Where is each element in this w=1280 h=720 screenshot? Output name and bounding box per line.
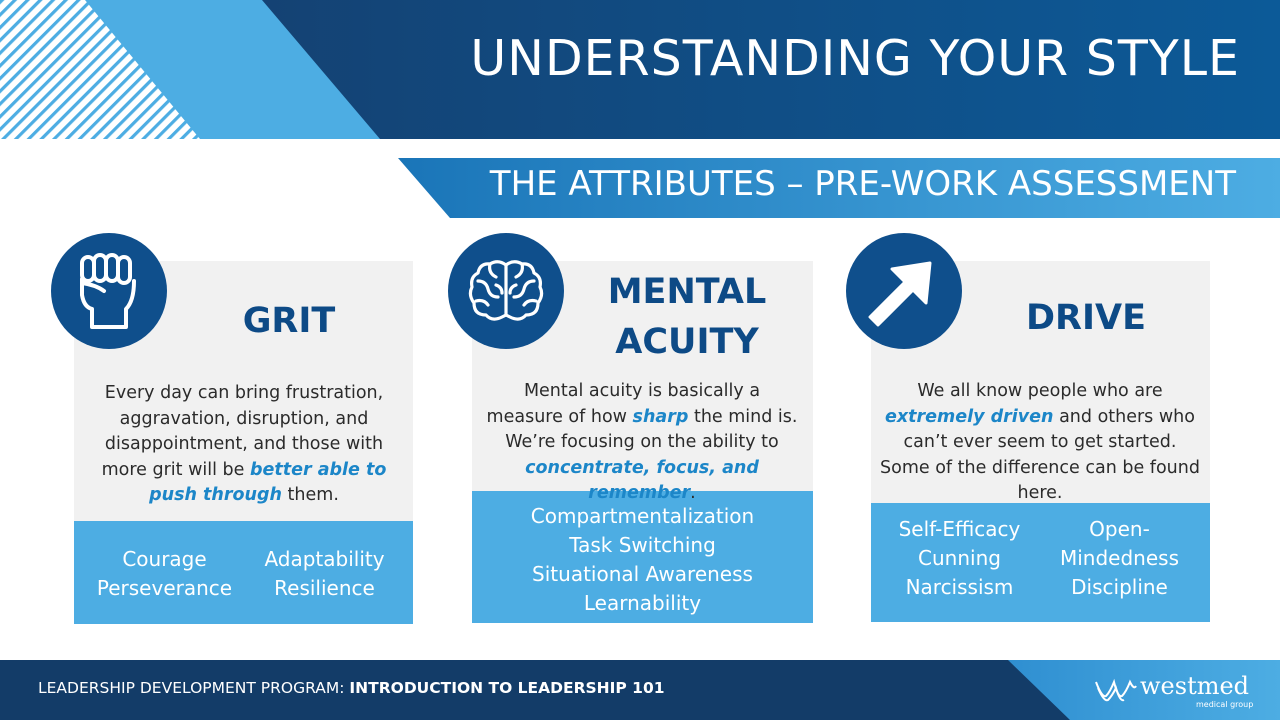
mental-attr-list: Compartmentalization Task Switching Situ…	[472, 502, 813, 618]
body-highlight: concentrate, focus, and remember	[525, 457, 759, 504]
logo-subtext: medical group	[1196, 700, 1254, 709]
subtitle-band	[398, 158, 1280, 218]
attr-item: Compartmentalization	[530, 504, 755, 528]
card-mental-heading: MENTAL ACUITY	[607, 272, 767, 362]
drive-icon-circle	[846, 233, 962, 349]
attr-item: Adaptability	[264, 547, 385, 571]
arrow-up-right-icon	[868, 261, 932, 327]
fist-icon	[80, 253, 136, 329]
card-grit-attributes: Courage Perseverance Adaptability Resili…	[74, 521, 413, 624]
body-text: Every day can bring frustration, aggrava…	[101, 383, 384, 480]
card-grit-body: Every day can bring frustration, aggrava…	[98, 381, 390, 509]
body-highlight: extremely driven	[885, 406, 1054, 427]
brain-icon	[468, 260, 544, 321]
card-drive-attributes: Self-Efficacy Cunning Narcissism Open- M…	[871, 503, 1210, 622]
card-mental-attributes: Compartmentalization Task Switching Situ…	[472, 491, 813, 623]
card-grit-heading: GRIT	[242, 301, 336, 341]
attr-item: Resilience	[274, 576, 375, 600]
attr-item: Learnability	[583, 591, 702, 615]
body-text: .	[690, 483, 696, 503]
footer-accent	[1008, 660, 1280, 720]
card-drive: Self-Efficacy Cunning Narcissism Open- M…	[871, 261, 1210, 622]
attr-item: Narcissism	[905, 575, 1014, 599]
attr-item: Mindedness	[1059, 546, 1179, 570]
attr-item: Self-Efficacy	[898, 517, 1021, 541]
attr-item: Task Switching	[569, 533, 716, 557]
drive-attr-right: Open- Mindedness Discipline	[1037, 515, 1202, 602]
drive-attr-left: Self-Efficacy Cunning Narcissism	[877, 515, 1042, 602]
body-text: Mental acuity is basically a measure of …	[486, 381, 761, 427]
card-mental-body: Mental acuity is basically a measure of …	[484, 379, 800, 507]
body-text: the mind is. We’re focusing on the abili…	[505, 406, 798, 453]
logo-wave-icon	[1095, 678, 1137, 702]
footer-program-name: INTRODUCTION TO LEADERSHIP 101	[349, 679, 665, 697]
grit-icon-circle	[51, 233, 167, 349]
attr-item: Courage	[122, 547, 207, 571]
attr-item: Cunning	[918, 546, 1001, 570]
body-text: and others who can’t ever seem to get st…	[880, 406, 1200, 504]
attr-item: Perseverance	[96, 576, 233, 600]
body-highlight: sharp	[632, 406, 689, 427]
mental-icon-circle	[448, 233, 564, 349]
card-drive-heading: DRIVE	[1025, 298, 1147, 338]
grit-attr-left: Courage Perseverance	[82, 545, 247, 603]
footer-program-label: LEADERSHIP DEVELOPMENT PROGRAM:	[38, 679, 350, 697]
body-text: We all know people who are	[917, 381, 1163, 401]
attr-item: Discipline	[1071, 575, 1168, 599]
body-highlight: better able to push through	[149, 459, 387, 506]
header-stripes	[0, 0, 200, 139]
body-text: them.	[281, 485, 339, 505]
attr-item: Situational Awareness	[532, 562, 753, 586]
card-grit: Courage Perseverance Adaptability Resili…	[74, 261, 413, 624]
card-drive-body: We all know people who are extremely dri…	[879, 379, 1201, 507]
page-title: UNDERSTANDING YOUR STYLE	[470, 30, 1240, 87]
logo-wordmark: westmed	[1140, 672, 1250, 700]
footer-program: LEADERSHIP DEVELOPMENT PROGRAM: INTRODUC…	[38, 679, 665, 697]
attr-item: Open-	[1089, 517, 1150, 541]
grit-attr-right: Adaptability Resilience	[242, 545, 407, 603]
header-banner	[0, 0, 1280, 139]
page-subtitle: THE ATTRIBUTES – PRE-WORK ASSESSMENT	[489, 164, 1236, 204]
